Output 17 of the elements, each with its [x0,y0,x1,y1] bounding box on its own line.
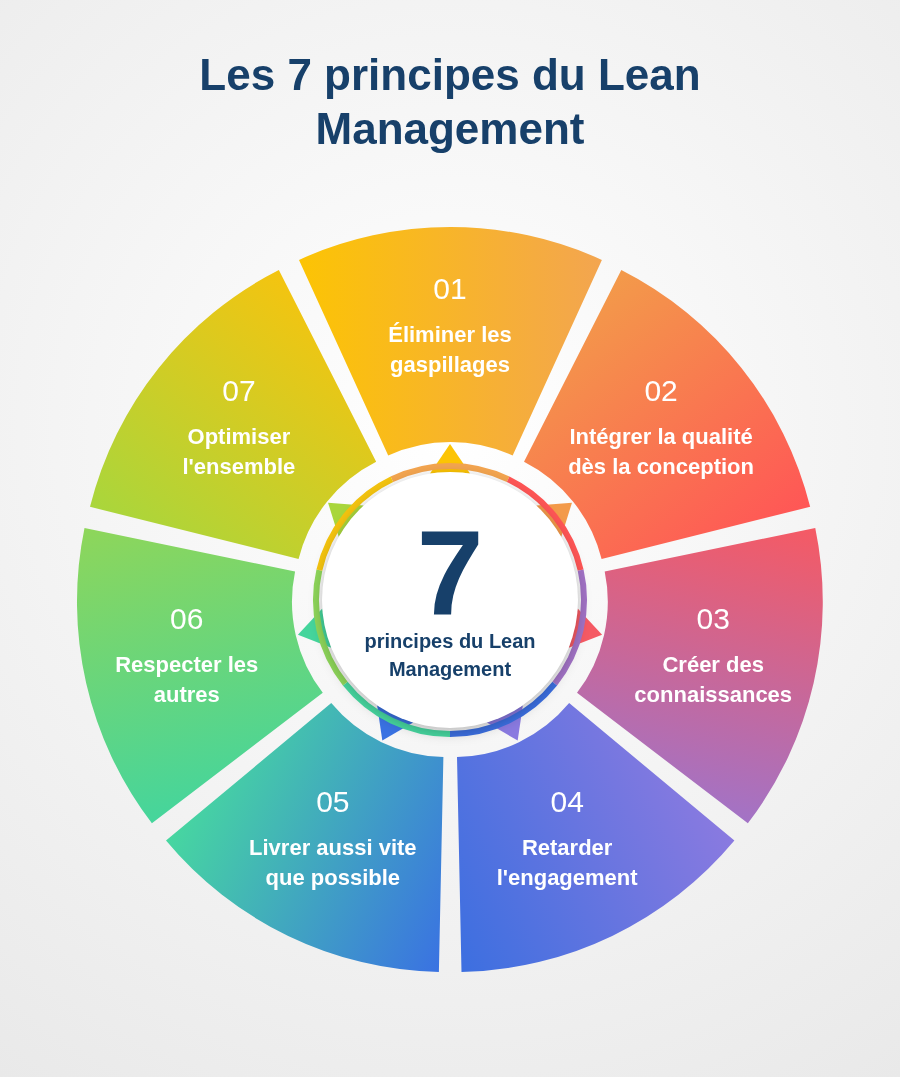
step-number: 05 [316,784,350,821]
step-number: 06 [170,601,204,638]
step-number: 04 [550,784,584,821]
principle-label: Optimiser l'ensemble [181,422,297,481]
principle-label: Retarder l'engagement [495,834,639,893]
step-number: 03 [696,601,730,638]
principle-label: Livrer aussi vite que possible [248,834,418,893]
step-number: 07 [222,372,256,409]
principle-label: Respecter les autres [114,651,260,710]
principle-label: Intégrer la qualité dès la conception [567,422,755,481]
title: Les 7 principes du Lean Management [198,49,702,155]
principle-label: Créer des connaissances [633,651,794,710]
step-number: 02 [644,372,678,409]
step-number: 01 [433,271,467,307]
principle-label: Éliminer les gaspillages [387,321,513,379]
center-number: 7 [416,517,484,627]
center-label: principes du Lean Management [363,629,537,682]
